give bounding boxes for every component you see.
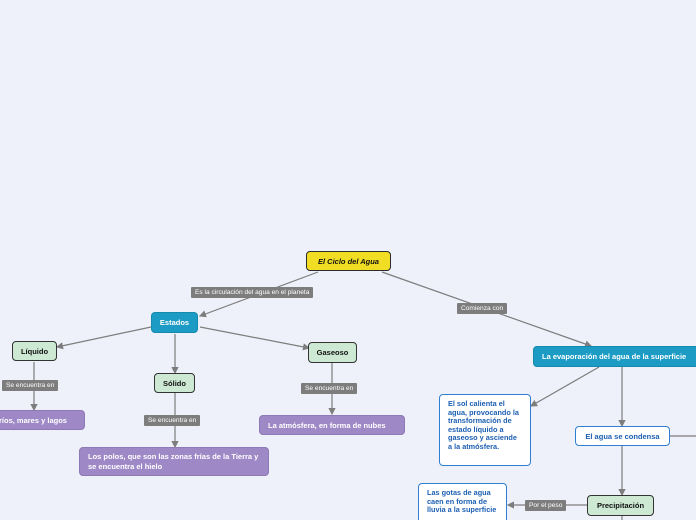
sol-calienta-node[interactable]: El sol calienta el agua, provocando la t… [439,394,531,466]
solido-node[interactable]: Sólido [154,373,195,393]
link-label-se-encuentra-liquido: Se encuentra en [2,380,59,391]
precipitacion-node[interactable]: Precipitación [587,495,654,516]
gotas-de-agua-node[interactable]: Las gotas de agua caen en forma de lluvi… [418,483,507,520]
gaseoso-description-node[interactable]: La atmósfera, en forma de nubes [259,415,405,435]
link-label-se-encuentra-gaseoso: Se encuentra en [301,383,358,394]
evaporacion-node[interactable]: La evaporación del agua de la superficie [533,346,696,367]
link-evaporacion-sol [529,366,600,407]
link-label-comienza-con: Comienza con [457,303,508,314]
link-estados-liquido [55,326,152,350]
link-label-por-el-peso: Por el peso [525,500,567,511]
solido-description-node[interactable]: Los polos, que son las zonas frías de la… [79,447,269,476]
link-label-se-encuentra-solido: Se encuentra en [144,415,201,426]
link-estados-gaseoso [199,326,311,351]
gaseoso-node[interactable]: Gaseoso [308,342,357,363]
liquido-node[interactable]: Líquido [12,341,57,361]
main-topic-node[interactable]: El Ciclo del Agua [306,251,391,271]
condensa-node[interactable]: El agua se condensa [575,426,670,446]
link-label-es-la-circulacion: Es la circulación del agua en el planeta [191,287,314,298]
liquido-description-node[interactable]: ríos, mares y lagos [0,410,85,430]
estados-node[interactable]: Estados [151,312,198,333]
